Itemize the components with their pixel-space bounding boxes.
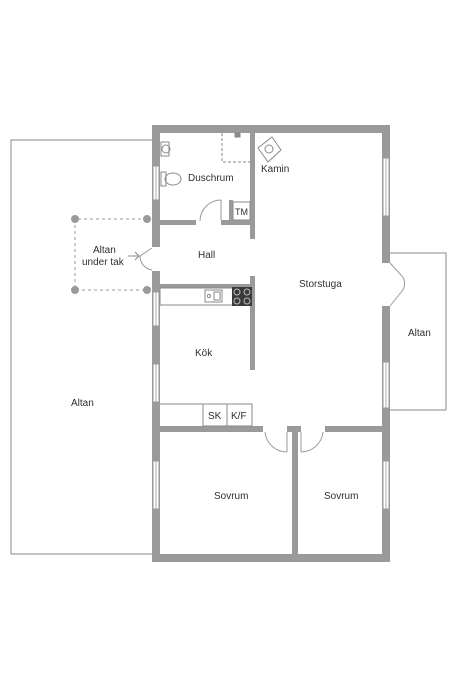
door-swing	[401, 275, 406, 292]
wall-mid-right	[325, 426, 390, 432]
sink-icon	[204, 289, 223, 303]
stove-icon	[232, 287, 252, 306]
label-altan-covered-line2: under tak	[82, 257, 125, 268]
tap-icon	[206, 293, 212, 299]
door-leaf	[139, 247, 153, 257]
shower-head-icon	[234, 132, 241, 138]
tm-box	[232, 201, 251, 221]
door-leaf	[389, 262, 403, 277]
wall-mid-left	[152, 426, 263, 432]
wall-right-2	[382, 306, 390, 562]
door-swing	[300, 431, 324, 453]
door-swing	[199, 199, 222, 222]
label-altan-right: Altan	[408, 328, 431, 339]
post-marker	[71, 215, 79, 223]
label-sovrum-right: Sovrum	[324, 491, 358, 502]
label-kf: K/F	[231, 411, 247, 422]
shower-area	[221, 133, 250, 163]
label-duschrum: Duschrum	[188, 173, 234, 184]
label-kamin: Kamin	[261, 164, 289, 175]
wall-bath-bottom-right	[221, 220, 255, 225]
post-marker	[71, 286, 79, 294]
left-terrace-outline	[10, 139, 152, 555]
wall-mid-center	[287, 426, 301, 432]
label-altan-left: Altan	[71, 398, 94, 409]
right-terrace-outline	[390, 252, 447, 411]
covered-terrace	[71, 215, 151, 294]
wall-tm-left	[229, 200, 233, 225]
room-labels: Duschrum Kamin TM Hall Storstuga Kök SK …	[71, 164, 431, 502]
sink-basin-icon	[213, 291, 221, 301]
kf-cabinet	[226, 403, 253, 427]
label-kok: Kök	[195, 348, 213, 359]
post-marker	[143, 286, 151, 294]
windows	[152, 157, 390, 510]
label-sk: SK	[208, 411, 222, 422]
wall-hall-kitchen	[160, 284, 255, 288]
wall-bath-bottom-left	[160, 220, 196, 225]
door-swing	[264, 431, 288, 453]
toilet-tank-icon	[160, 171, 167, 187]
basin-bowl-icon	[161, 144, 171, 154]
wall-bath-right	[250, 133, 255, 239]
door-leaf	[389, 290, 403, 307]
doors	[139, 199, 406, 453]
label-storstuga: Storstuga	[299, 279, 342, 290]
window-centerlines	[155, 158, 387, 509]
covered-terrace-dashes	[74, 218, 147, 291]
label-sovrum-left: Sovrum	[214, 491, 248, 502]
entrance-arrow-icon	[128, 251, 140, 261]
wall-left-2	[152, 271, 160, 562]
post-marker	[143, 215, 151, 223]
fireplace-icon	[257, 136, 282, 163]
fireplace-grate-icon	[264, 144, 274, 154]
wall-bottom	[152, 554, 390, 562]
label-tm: TM	[235, 207, 248, 217]
label-hall: Hall	[198, 250, 215, 261]
terrace-outlines	[10, 139, 447, 555]
label-altan-covered-line1: Altan	[93, 245, 116, 256]
basin-icon	[160, 141, 170, 157]
door-swing	[139, 255, 153, 271]
toilet-bowl-icon	[164, 172, 182, 186]
wall-bedrooms	[292, 432, 298, 562]
wall-top	[152, 125, 390, 133]
wall-kitchen-living	[250, 276, 255, 370]
fixtures	[159, 132, 282, 427]
